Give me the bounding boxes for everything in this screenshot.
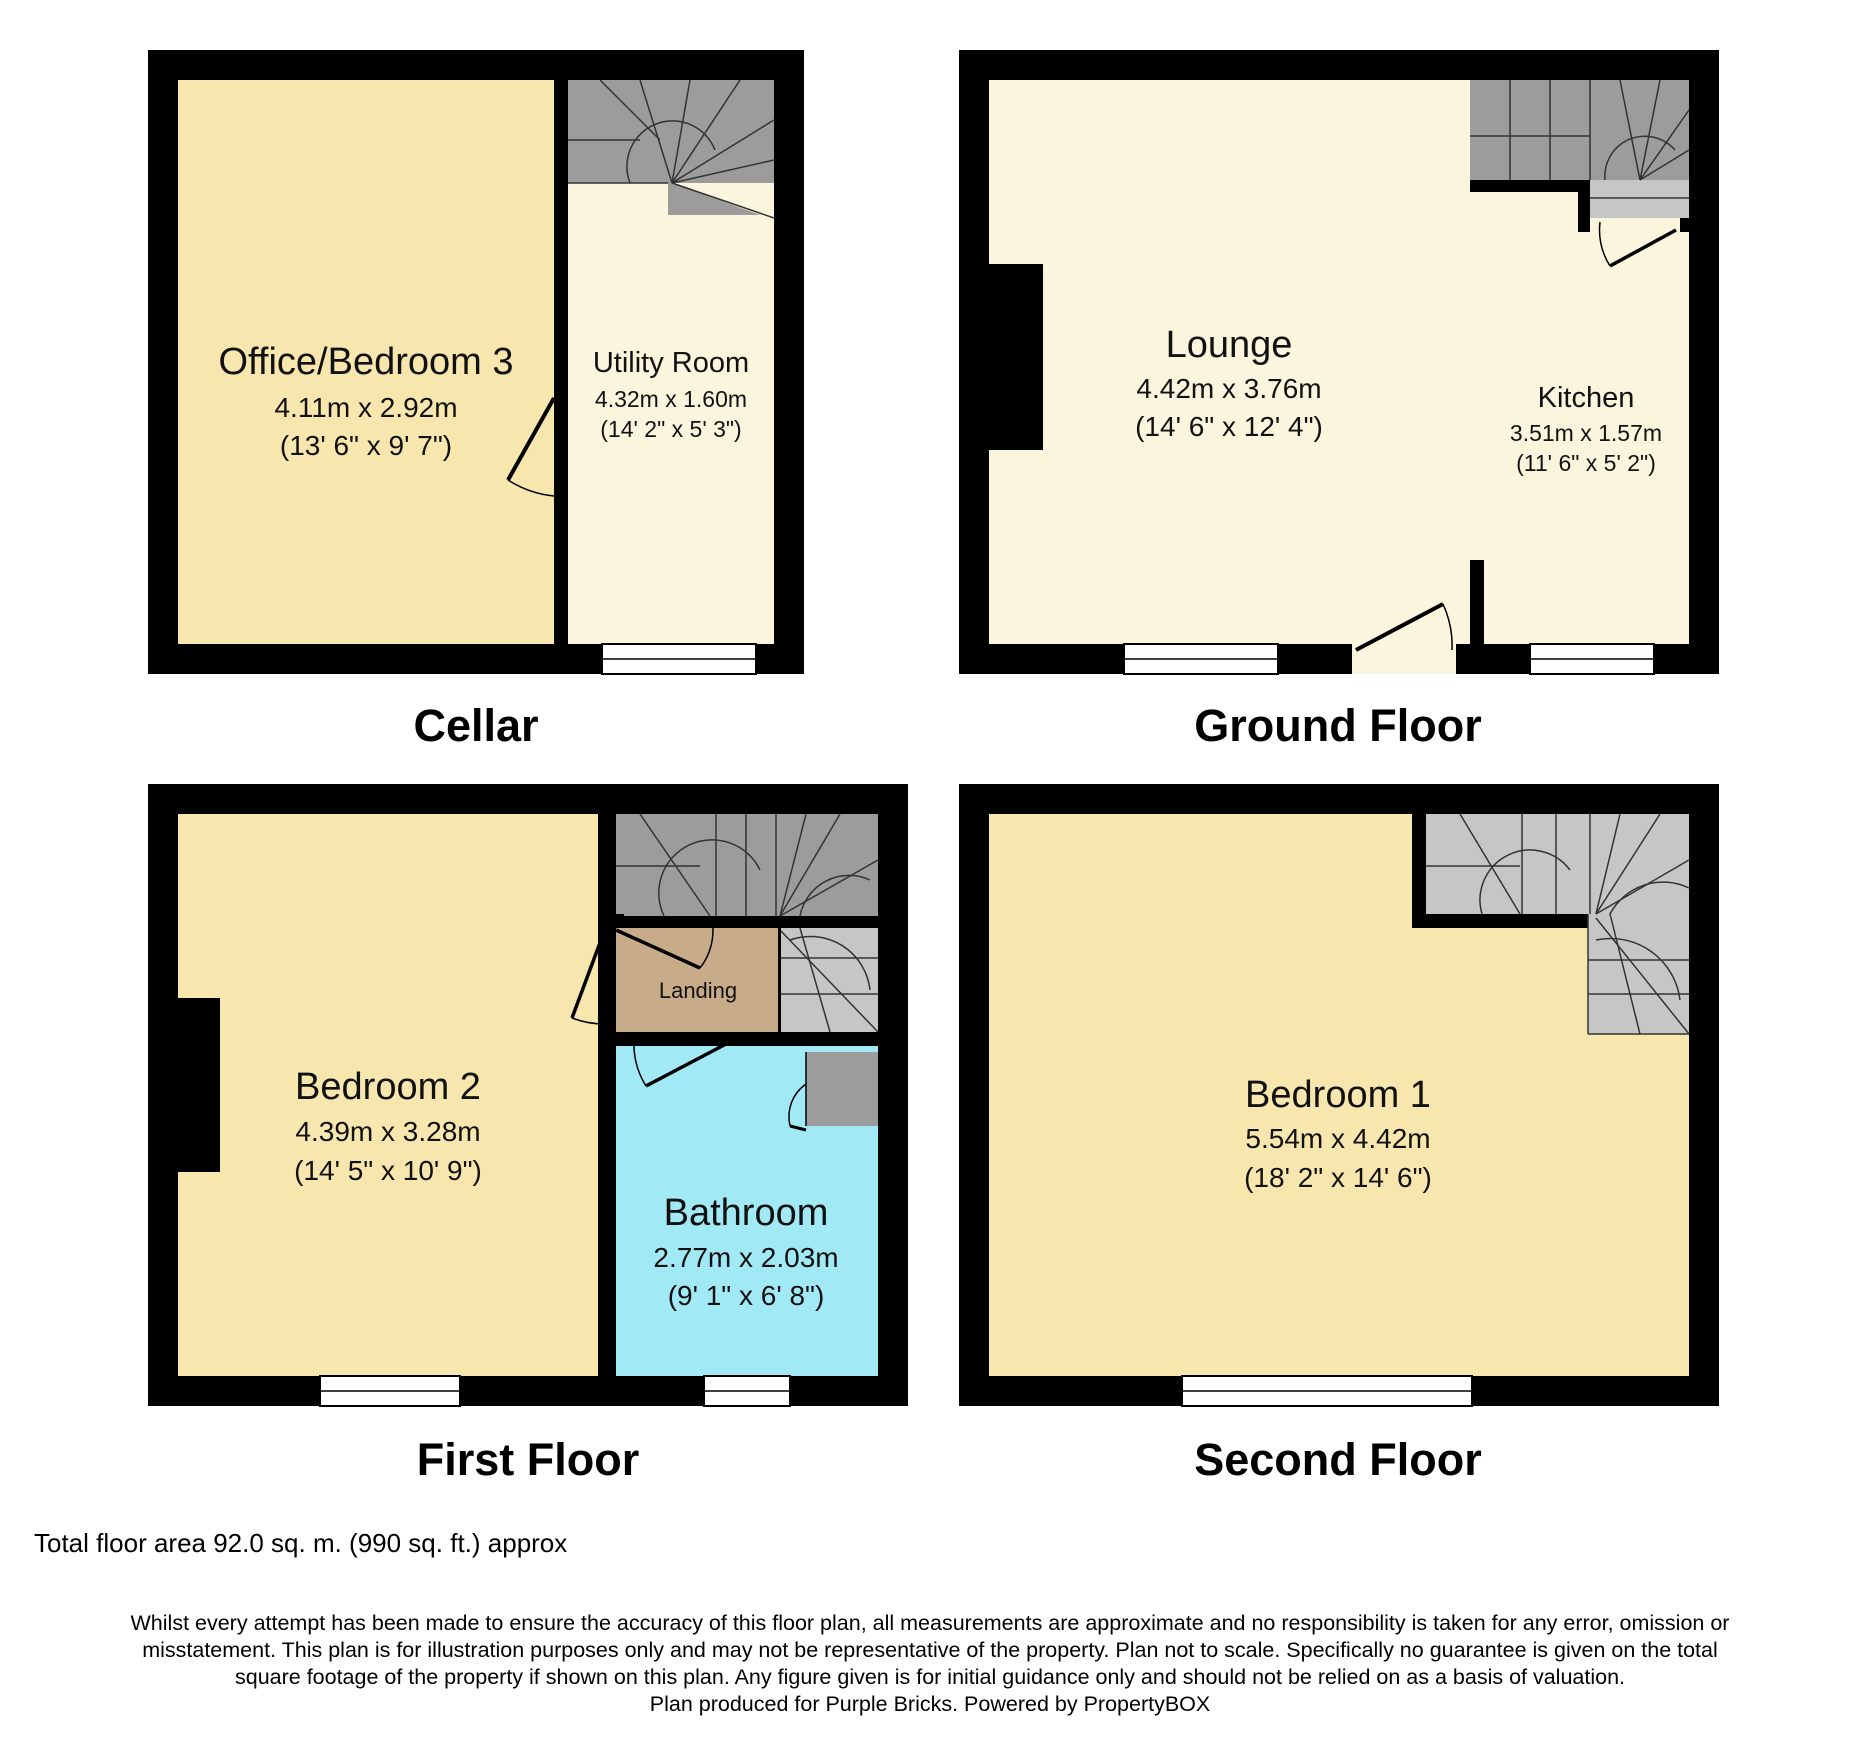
disclaimer-line: misstatement. This plan is for illustrat… bbox=[142, 1638, 1718, 1662]
kitchen-metric: 3.51m x 1.57m bbox=[1510, 420, 1662, 446]
cellar-door-swing bbox=[507, 479, 555, 497]
lounge-imperial: (14' 6" x 12' 4") bbox=[1135, 411, 1323, 442]
kitchen-partition bbox=[1470, 560, 1484, 644]
bathroom-imperial: (9' 1" x 6' 8") bbox=[668, 1280, 825, 1311]
bathroom-metric: 2.77m x 2.03m bbox=[653, 1242, 838, 1273]
cellar-stairs bbox=[568, 79, 775, 220]
second-stairs bbox=[1412, 813, 1690, 1035]
utility-imperial: (14' 2" x 5' 3") bbox=[600, 416, 741, 442]
bedroom1-name: Bedroom 1 bbox=[1245, 1074, 1431, 1116]
bedroom1-metric: 5.54m x 4.42m bbox=[1245, 1123, 1430, 1154]
office-metric: 4.11m x 2.92m bbox=[274, 392, 457, 423]
office-imperial: (13' 6" x 9' 7") bbox=[280, 430, 452, 461]
lounge-chimney bbox=[989, 264, 1043, 450]
first-floor-plan: Bedroom 2 4.39m x 3.28m (14' 5" x 10' 9"… bbox=[148, 784, 908, 1407]
bedroom2-metric: 4.39m x 3.28m bbox=[295, 1116, 480, 1147]
office-room bbox=[178, 80, 554, 644]
bedroom2-imperial: (14' 5" x 10' 9") bbox=[294, 1155, 482, 1186]
landing-room bbox=[616, 928, 778, 1032]
disclaimer-line: Plan produced for Purple Bricks. Powered… bbox=[649, 1692, 1211, 1716]
total-floor-area: Total floor area 92.0 sq. m. (990 sq. ft… bbox=[34, 1528, 568, 1558]
bathroom-cupboard bbox=[806, 1052, 878, 1126]
bedroom2-name: Bedroom 2 bbox=[295, 1066, 481, 1108]
disclaimer: Whilst every attempt has been made to en… bbox=[40, 1610, 1820, 1718]
lounge-name: Lounge bbox=[1166, 324, 1293, 366]
ground-floor-title: Ground Floor bbox=[1194, 700, 1482, 751]
disclaimer-line: Whilst every attempt has been made to en… bbox=[130, 1611, 1730, 1635]
first-floor-title: First Floor bbox=[416, 1434, 640, 1485]
kitchen-name: Kitchen bbox=[1538, 382, 1635, 414]
landing-name: Landing bbox=[659, 978, 737, 1003]
ground-front-door bbox=[1355, 602, 1444, 652]
second-floor-title: Second Floor bbox=[1194, 1434, 1482, 1485]
ground-front-door-gap bbox=[1352, 644, 1456, 674]
disclaimer-line: square footage of the property if shown … bbox=[234, 1665, 1626, 1689]
cellar-title: Cellar bbox=[413, 700, 539, 751]
bedroom1-imperial: (18' 2" x 14' 6") bbox=[1244, 1162, 1432, 1193]
cellar-plan: Office/Bedroom 3 4.11m x 2.92m (13' 6" x… bbox=[148, 50, 804, 675]
first-stairs bbox=[612, 813, 879, 1033]
utility-metric: 4.32m x 1.60m bbox=[595, 386, 747, 412]
second-floor-plan: Bedroom 1 5.54m x 4.42m (18' 2" x 14' 6"… bbox=[959, 784, 1719, 1407]
office-name: Office/Bedroom 3 bbox=[218, 341, 513, 383]
cellar-door bbox=[506, 397, 556, 481]
utility-name: Utility Room bbox=[593, 347, 749, 379]
lounge-metric: 4.42m x 3.76m bbox=[1136, 373, 1321, 404]
bedroom2-chimney bbox=[178, 998, 220, 1172]
kitchen-imperial: (11' 6" x 5' 2") bbox=[1516, 450, 1656, 476]
bathroom-name: Bathroom bbox=[664, 1192, 829, 1234]
ground-floor-plan: Lounge 4.42m x 3.76m (14' 6" x 12' 4") K… bbox=[959, 50, 1719, 675]
bedroom2-room bbox=[178, 814, 598, 1376]
ground-stairs bbox=[1470, 79, 1690, 268]
